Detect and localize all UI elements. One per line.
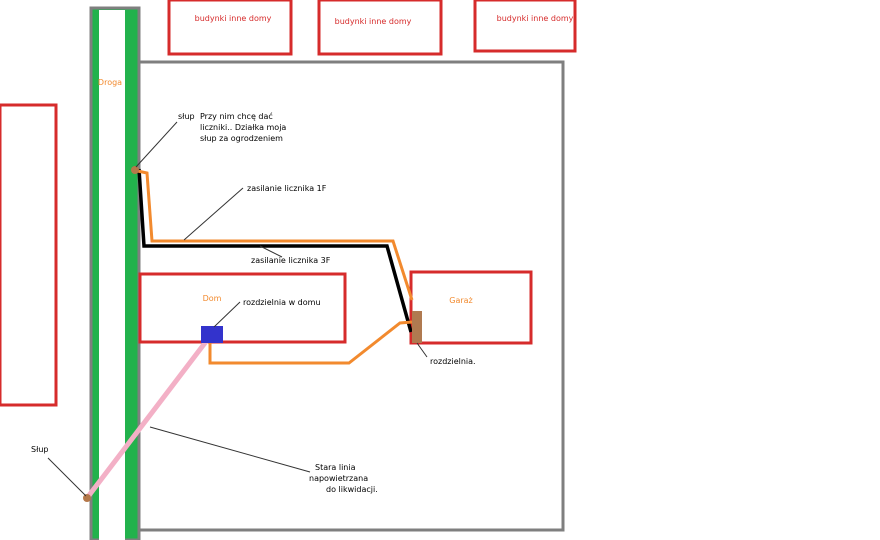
supply-3f-label: zasilanie licznika 3F [251,256,331,265]
leader-pole-top [135,121,178,168]
garage-label: Garaż [449,296,473,305]
supply-1f-label: zasilanie licznika 1F [247,184,327,193]
leader-old-line [149,426,311,473]
pole-top-note-3: słup za ogrodzeniem [200,134,283,143]
old-line-label-3: do likwidacji. [326,485,378,494]
supply-line-3f [137,168,413,333]
leader-house-panel [213,301,241,328]
house-panel-label: rozdzielnia w domu [243,298,321,307]
road-center-strip [99,10,125,540]
old-line-label-1: Stara linia [315,463,356,472]
house-to-garage-line [208,320,413,365]
pole-top-label: słup [178,112,195,121]
pole-bottom-label: Słup [31,445,49,454]
pole-top-note-2: liczniki.. Działka moja [200,123,286,132]
garage-panel-label: rozdzielnia. [430,357,476,366]
plot-boundary [140,60,565,532]
pole-top [131,166,139,174]
neighbor-label-1: budynki inne domy [195,14,272,23]
leader-garage-panel [416,342,428,358]
house-distribution-panel [201,326,223,343]
old-overhead-line [84,332,214,501]
house-label: Dom [203,294,222,303]
old-line-label-2: napowietrzana [309,474,368,483]
neighbor-label-2: budynki inne domy [335,17,412,26]
supply-line-1f [132,168,414,301]
road-label: Droga [98,78,122,87]
leader-supply-1f [183,187,244,241]
neighbor-building-3 [473,0,577,53]
neighbor-building-2 [317,0,443,56]
neighbor-building-1 [167,0,293,56]
garage [409,270,533,345]
leader-supply-3f [259,245,283,258]
neighbor-label-3: budynki inne domy [497,14,574,23]
leader-pole-bottom [47,457,87,497]
pole-bottom [83,494,91,502]
pole-top-note-1: Przy nim chcę dać [200,111,273,121]
house [138,272,347,344]
neighbor-building-left [0,103,58,407]
garage-distribution-panel [412,311,422,343]
